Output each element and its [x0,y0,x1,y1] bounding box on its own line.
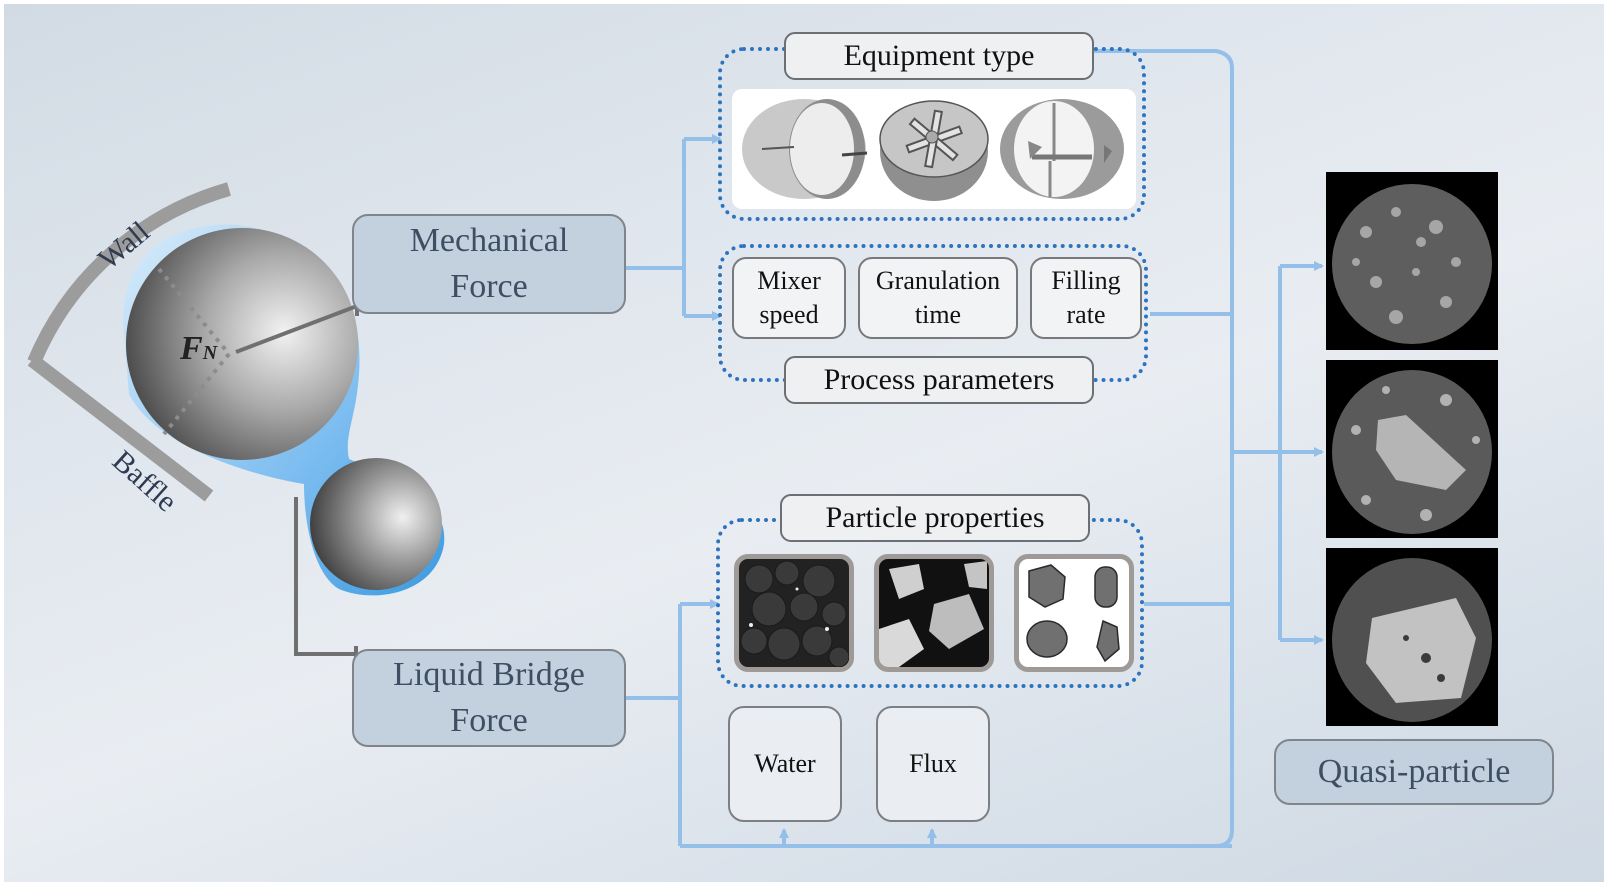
arrow-collector-bus [1094,49,1324,848]
connector-layer [27,49,1324,848]
granulation-time-box: Granulation time [858,257,1018,339]
particle-properties-label: Particle properties [780,494,1090,542]
mechanical-force-box: Mechanical Force [352,214,626,314]
liquid-bridge-force-box: Liquid Bridge Force [352,649,626,747]
small-particle [310,458,442,590]
particle-image-angular [874,554,994,672]
normal-force-symbol: FN [180,330,218,367]
connector-liquid-bridge [294,497,354,656]
arrow-mechanical-branch [626,134,722,321]
baffle-shape [27,354,214,502]
quasi-particle-image-2 [1326,360,1498,538]
flux-box: Flux [876,706,990,822]
normal-force-line-wall [157,267,231,356]
particle-image-shapes [1014,554,1134,672]
equipment-image-1 [742,99,868,199]
equipment-image-panel [732,89,1136,209]
quasi-particle-image-3 [1326,548,1498,726]
diagram-canvas: Wall Baffle FN Mechanical Force Liquid B… [4,4,1604,882]
normal-force-line-baffle [162,352,231,436]
filling-rate-box: Filling rate [1030,257,1142,339]
mixer-speed-box: Mixer speed [732,257,846,339]
water-box: Water [728,706,842,822]
particle-image-spherical [734,554,854,672]
large-particle [126,228,358,460]
arrow-liquid-branch [626,599,1232,848]
process-parameters-label: Process parameters [784,356,1094,404]
quasi-particle-label: Quasi-particle [1274,739,1554,805]
connector-mechanical [235,304,358,354]
quasi-particle-image-1 [1326,172,1498,350]
wall-shape [27,182,231,365]
equipment-type-label: Equipment type [784,32,1094,80]
equipment-image-3 [1000,99,1124,199]
equipment-image-2 [879,100,989,201]
